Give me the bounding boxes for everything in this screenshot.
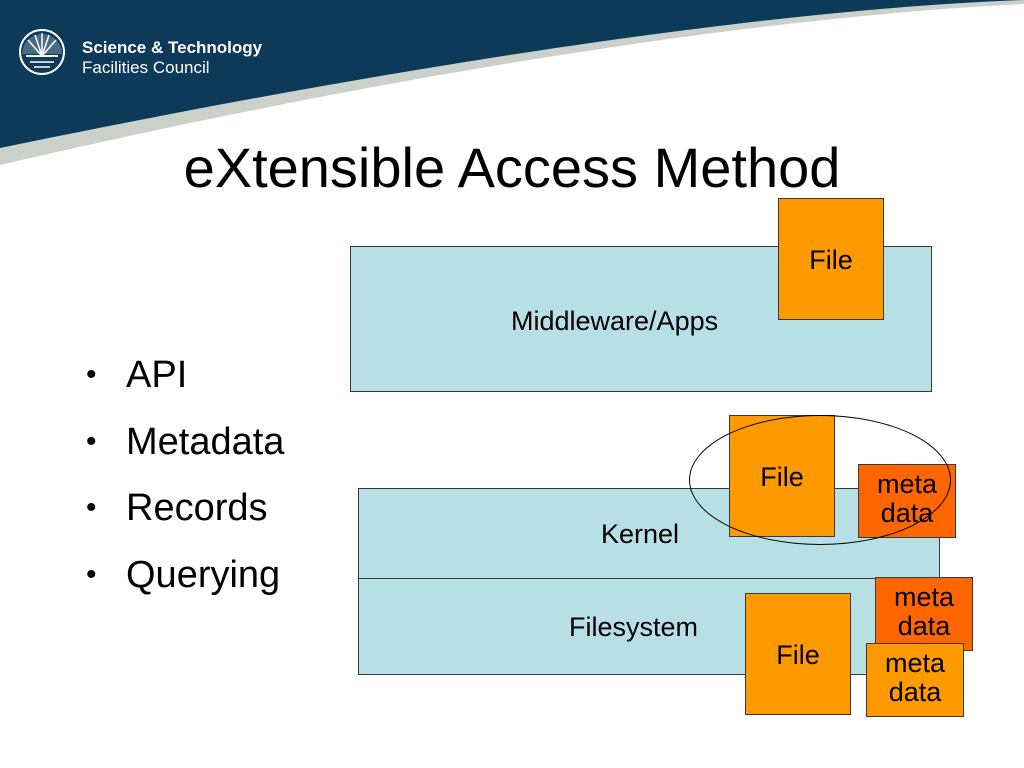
bullet-item: • Querying bbox=[86, 556, 284, 594]
metadata-label: meta data bbox=[893, 582, 955, 641]
bullet-text: Metadata bbox=[126, 420, 285, 463]
bullet-icon: • bbox=[86, 491, 97, 524]
bullet-text: Records bbox=[126, 487, 268, 529]
bullet-list: • API • Metadata • Records • Querying bbox=[86, 356, 284, 622]
bullet-item: • API bbox=[86, 356, 284, 394]
slide-title: eXtensible Access Method bbox=[183, 136, 841, 199]
bullet-text: API bbox=[126, 354, 188, 396]
filesystem-label: Filesystem bbox=[569, 612, 699, 642]
bullet-icon: • bbox=[86, 424, 97, 458]
file-box-middleware: File bbox=[778, 198, 884, 320]
stfc-logo-icon bbox=[19, 29, 65, 75]
kernel-label: Kernel bbox=[601, 519, 680, 549]
middleware-label: Middleware/Apps bbox=[511, 306, 719, 336]
metadata-label: meta data bbox=[884, 648, 946, 707]
file-label: File bbox=[809, 245, 853, 275]
metadata-box-filesystem: meta data bbox=[875, 577, 973, 651]
bullet-text: Querying bbox=[126, 553, 281, 596]
header-band bbox=[0, 0, 1024, 165]
file-label: File bbox=[776, 640, 820, 670]
file-box-filesystem: File bbox=[745, 593, 851, 715]
bullet-item: • Metadata bbox=[86, 423, 284, 461]
bullet-icon: • bbox=[86, 557, 97, 591]
metadata-box-file: meta data bbox=[866, 643, 964, 717]
bullet-icon: • bbox=[86, 358, 97, 391]
grouping-ellipse bbox=[689, 415, 951, 545]
logo-subtitle: Facilities Council bbox=[82, 58, 210, 77]
logo-title: Science & Technology bbox=[82, 38, 263, 57]
bullet-item: • Records bbox=[86, 489, 284, 527]
